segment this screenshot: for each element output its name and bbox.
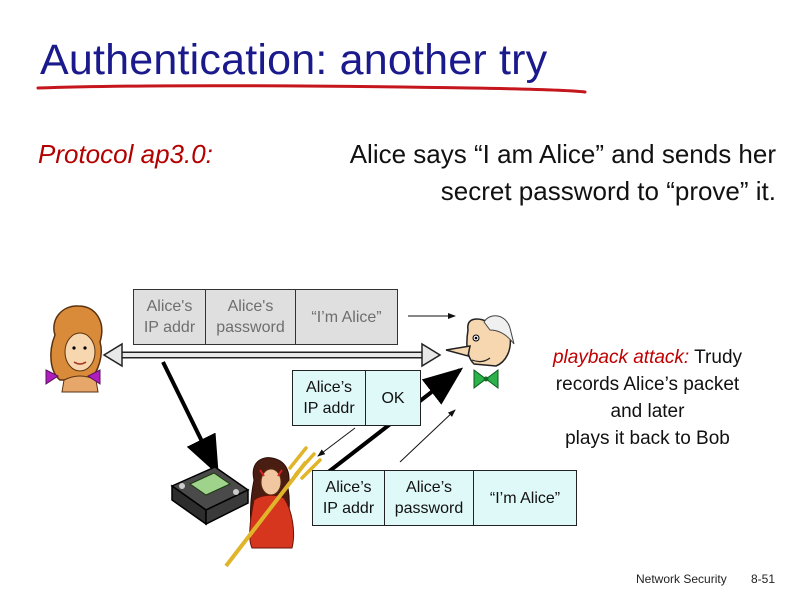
footer-page-number: 8-51 (751, 572, 776, 586)
footer-course: Network Security (636, 572, 727, 586)
protocol-line-1: Alice says “I am Alice” and sends her (349, 139, 776, 169)
packet-message-cell: “I’m Alice” (311, 308, 382, 326)
packet-ok-cell: OK (381, 389, 405, 407)
slide-title: Authentication: another try (40, 36, 548, 84)
protocol-line-2: secret password to “prove” it. (440, 176, 776, 206)
trudy-icon (224, 446, 322, 568)
recorder-icon (170, 466, 250, 526)
arrow-ok-to-trudy (317, 427, 356, 457)
protocol-statement: Protocol ap3.0: Alice says “I am Alice” … (38, 136, 776, 210)
protocol-label: Protocol ap3.0: (38, 139, 213, 169)
title-underline (36, 84, 587, 94)
bob-icon (445, 315, 515, 389)
arrow-replay-to-bob (399, 409, 456, 463)
alice-icon (45, 305, 103, 393)
arrow-record (161, 361, 219, 476)
attack-description: playback attack: Trudy records Alice’s p… (552, 347, 743, 449)
packet-message-cell: “I’m Alice” (489, 489, 561, 507)
attack-label: playback attack: (552, 347, 690, 368)
